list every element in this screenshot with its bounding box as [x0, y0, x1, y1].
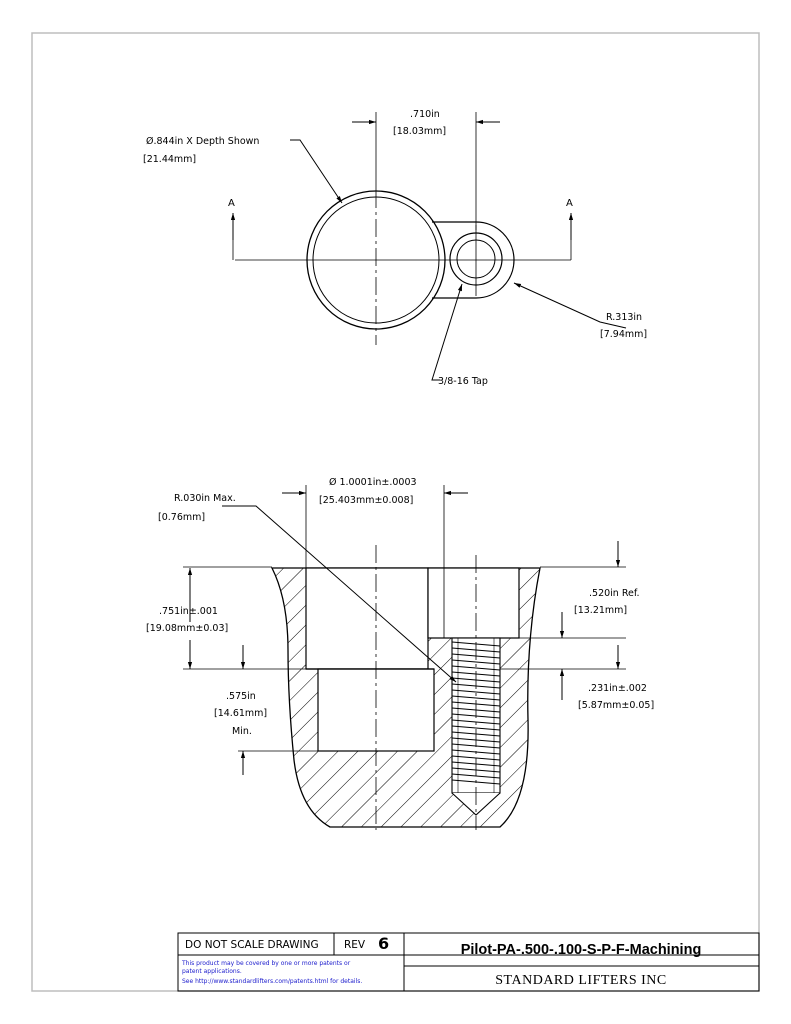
rev-value: 6 [378, 934, 389, 953]
shoulder-in-label: .751in±.001 [159, 606, 218, 617]
company-name: STANDARD LIFTERS INC [495, 973, 666, 988]
fillet-in-label: R.030in Max. [174, 493, 236, 504]
top-view [230, 112, 627, 381]
bore-dia-in-label: Ø 1.0001in±.0003 [329, 477, 417, 488]
section-marker-left: A [228, 198, 235, 209]
step-in-label: .231in±.002 [588, 683, 647, 694]
hole-depth-min-label: Min. [232, 726, 252, 737]
bore-dia-label: Ø.844in X Depth Shown [146, 136, 259, 147]
cbore-depth-mm-label: [13.21mm] [574, 605, 627, 616]
step-mm-label: [5.87mm±0.05] [578, 700, 654, 711]
hole-depth-in-label: .575in [226, 691, 256, 702]
radius-mm-label: [7.94mm] [600, 329, 647, 340]
no-scale-label: DO NOT SCALE DRAWING [185, 939, 319, 951]
patent-note-line1: This product may be covered by one or mo… [181, 960, 351, 967]
spacing-mm-label: [18.03mm] [393, 126, 446, 137]
radius-in-label: R.313in [606, 312, 642, 323]
section-dimensions [183, 485, 626, 775]
part-number: Pilot-PA-.500-.100-S-P-F-Machining [461, 942, 702, 958]
tap-label: 3/8-16 Tap [438, 376, 488, 387]
svg-text:A: A [566, 198, 573, 209]
bore-dia-label-mm: [21.44mm] [143, 154, 196, 165]
section-view [270, 545, 541, 830]
hole-depth-mm-label: [14.61mm] [214, 708, 267, 719]
title-block [177, 932, 760, 992]
sheet-border [31, 32, 760, 992]
spacing-in-label: .710in [410, 109, 440, 120]
patent-note-line3: See http://www.standardlifters.com/paten… [182, 978, 362, 985]
shoulder-mm-label: [19.08mm±0.03] [146, 623, 228, 634]
bore-dia-mm-label: [25.403mm±0.008] [319, 495, 413, 506]
svg-text:A: A [228, 198, 235, 209]
section-marker-right: A [566, 198, 573, 209]
cbore-depth-in-label: .520in Ref. [589, 588, 640, 599]
patent-note-line2: patent applications. [182, 968, 242, 975]
fillet-mm-label: [0.76mm] [158, 512, 205, 523]
rev-label: REV [344, 939, 366, 951]
